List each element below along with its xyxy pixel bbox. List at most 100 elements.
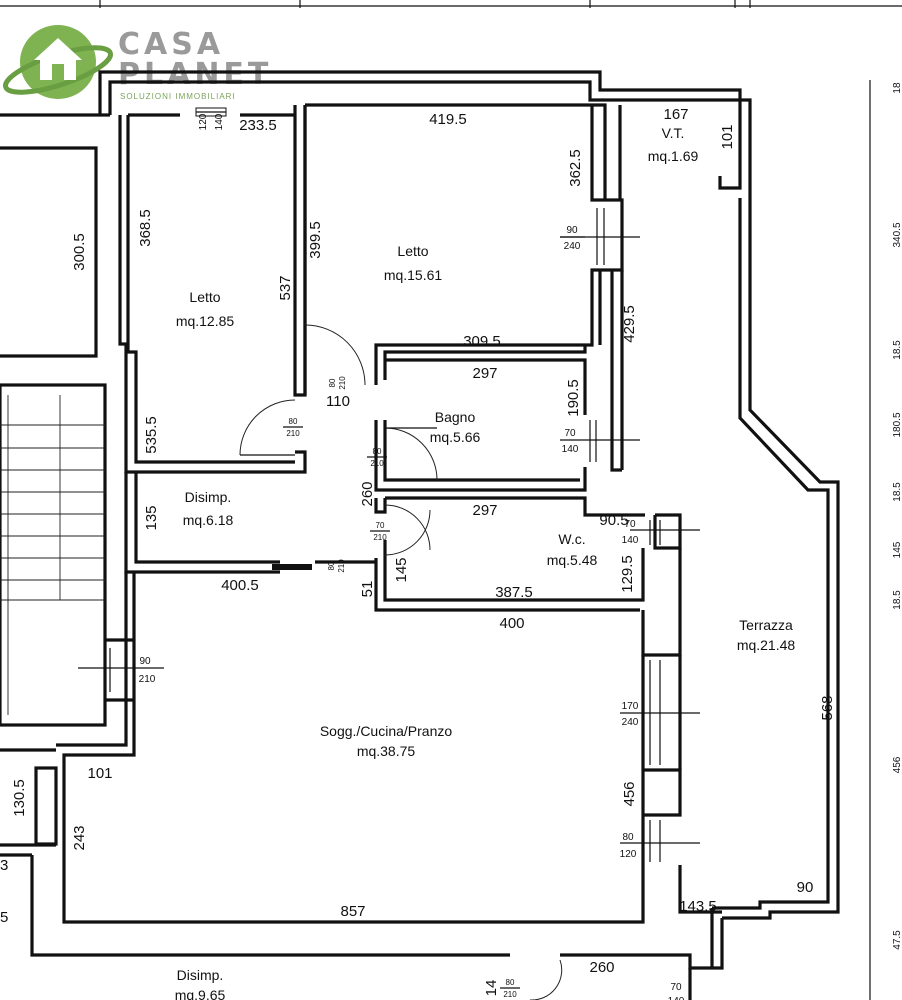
dimensions-vertical: 368.5 300.5 399.5 537 362.5 101 429.5 19…	[11, 124, 836, 996]
opening-wc-door: 70 210	[370, 521, 390, 542]
dim-145: 145	[393, 557, 410, 582]
dim-456: 456	[621, 781, 638, 806]
room-soggiorno-name: Sogg./Cucina/Pranzo	[320, 723, 453, 739]
dim-260: 260	[359, 481, 376, 506]
staircase	[0, 395, 105, 715]
svg-text:140: 140	[214, 113, 225, 130]
svg-text:80: 80	[328, 378, 337, 387]
room-disimp-area: mq.6.18	[183, 512, 234, 528]
dim-101-left: 101	[87, 765, 112, 782]
dim-300-5: 300.5	[71, 233, 88, 271]
room-vt-area: mq.1.69	[648, 148, 699, 164]
opening-stair-door: 90 210	[139, 656, 156, 685]
opening-wc-window: 70 140	[622, 519, 639, 546]
dim-387-5: 387.5	[495, 584, 533, 601]
svg-text:210: 210	[373, 533, 387, 542]
room-labels: Letto mq.12.85 Letto mq.15.61 V.T. mq.1.…	[175, 125, 796, 1000]
opening-entry-door: 80 210	[327, 559, 346, 573]
dim-399-5: 399.5	[307, 221, 324, 259]
svg-text:80: 80	[373, 447, 382, 456]
svg-text:240: 240	[622, 717, 639, 728]
svg-text:210: 210	[286, 429, 300, 438]
dim-309-5: 309.5	[463, 333, 501, 350]
opening-top-door: 120 140	[198, 113, 225, 130]
logo-line1: CASA	[118, 27, 224, 62]
dim-857: 857	[340, 903, 365, 920]
svg-text:170: 170	[622, 701, 639, 712]
room-terrazza-name: Terrazza	[739, 617, 793, 633]
right-edge-marks: 18 340.5 18.5 180.5 18.5 145 18.5 456 47…	[892, 82, 902, 950]
dim-297-mid: 297	[472, 502, 497, 519]
dim-297-top: 297	[472, 365, 497, 382]
room-bagno-name: Bagno	[435, 409, 476, 425]
dim-14: 14	[483, 980, 500, 997]
dim-129-5: 129.5	[619, 555, 636, 593]
room-letto-left-name: Letto	[189, 289, 220, 305]
svg-text:70: 70	[670, 982, 682, 993]
dim-368-5: 368.5	[137, 209, 154, 247]
svg-text:145: 145	[892, 541, 902, 558]
svg-text:140: 140	[562, 444, 579, 455]
svg-text:120: 120	[620, 849, 637, 860]
top-edge-ticks	[0, 0, 902, 8]
dim-568: 568	[819, 695, 836, 720]
dim-260-bottom: 260	[589, 959, 614, 976]
dim-243: 243	[71, 825, 88, 850]
room-letto-left-area: mq.12.85	[176, 313, 235, 329]
opening-lower-window: 70 140	[668, 982, 685, 1000]
opening-sogg-window-b: 80 120	[620, 832, 637, 860]
room-vt-name: V.T.	[662, 125, 685, 141]
dim-130-5: 130.5	[11, 779, 28, 817]
svg-text:70: 70	[564, 428, 576, 439]
opening-letto-left-door: 80 210	[283, 417, 303, 438]
svg-text:80: 80	[506, 978, 515, 987]
dim-5-edge: 5	[0, 909, 8, 926]
dim-190-5: 190.5	[565, 379, 582, 417]
room-wc-area: mq.5.48	[547, 552, 598, 568]
svg-text:140: 140	[668, 996, 685, 1000]
svg-text:240: 240	[564, 241, 581, 252]
door-swings	[239, 324, 563, 1000]
room-disimp-name: Disimp.	[185, 489, 232, 505]
svg-text:180.5: 180.5	[892, 412, 902, 437]
dim-535-5: 535.5	[143, 416, 160, 454]
svg-text:210: 210	[338, 376, 347, 390]
room-wc-name: W.c.	[558, 531, 585, 547]
casa-planet-logo: CASA PLANET SOLUZIONI IMMOBILIARI	[2, 25, 272, 101]
svg-text:80: 80	[327, 561, 336, 570]
dim-537: 537	[277, 275, 294, 300]
svg-text:90: 90	[139, 656, 151, 667]
svg-text:18.5: 18.5	[892, 482, 902, 502]
dim-429-5: 429.5	[621, 305, 638, 343]
dim-110: 110	[326, 393, 350, 410]
house-icon	[34, 38, 82, 80]
opening-lower-door: 80 210	[500, 978, 520, 999]
svg-text:140: 140	[622, 535, 639, 546]
svg-text:70: 70	[624, 519, 636, 530]
svg-text:70: 70	[376, 521, 385, 530]
dim-101-vt: 101	[719, 124, 736, 149]
svg-text:456: 456	[892, 756, 902, 773]
dim-400-5: 400.5	[221, 577, 259, 594]
opening-sogg-window-a: 170 240	[622, 701, 639, 728]
dim-362-5: 362.5	[567, 149, 584, 187]
walls	[0, 70, 840, 1000]
room-disimp-lower-area: mq.9.65	[175, 987, 226, 1000]
room-letto-right-name: Letto	[397, 243, 428, 259]
logo-line2: PLANET	[118, 57, 272, 92]
svg-text:210: 210	[139, 674, 156, 685]
svg-text:18.5: 18.5	[892, 590, 902, 610]
svg-text:47.5: 47.5	[892, 930, 902, 950]
svg-text:340.5: 340.5	[892, 222, 902, 247]
room-disimp-lower-name: Disimp.	[177, 967, 224, 983]
dimensions-horizontal: 233.5 419.5 167 309.5 297 110 297 90.5 4…	[0, 106, 813, 976]
room-bagno-area: mq.5.66	[430, 429, 481, 445]
dim-400: 400	[499, 615, 524, 632]
svg-text:210: 210	[337, 559, 346, 573]
logo-tagline: SOLUZIONI IMMOBILIARI	[120, 92, 236, 101]
svg-text:120: 120	[198, 113, 209, 130]
room-soggiorno-area: mq.38.75	[357, 743, 416, 759]
svg-text:18: 18	[892, 82, 902, 94]
dim-167: 167	[663, 106, 688, 123]
windows	[78, 107, 700, 862]
